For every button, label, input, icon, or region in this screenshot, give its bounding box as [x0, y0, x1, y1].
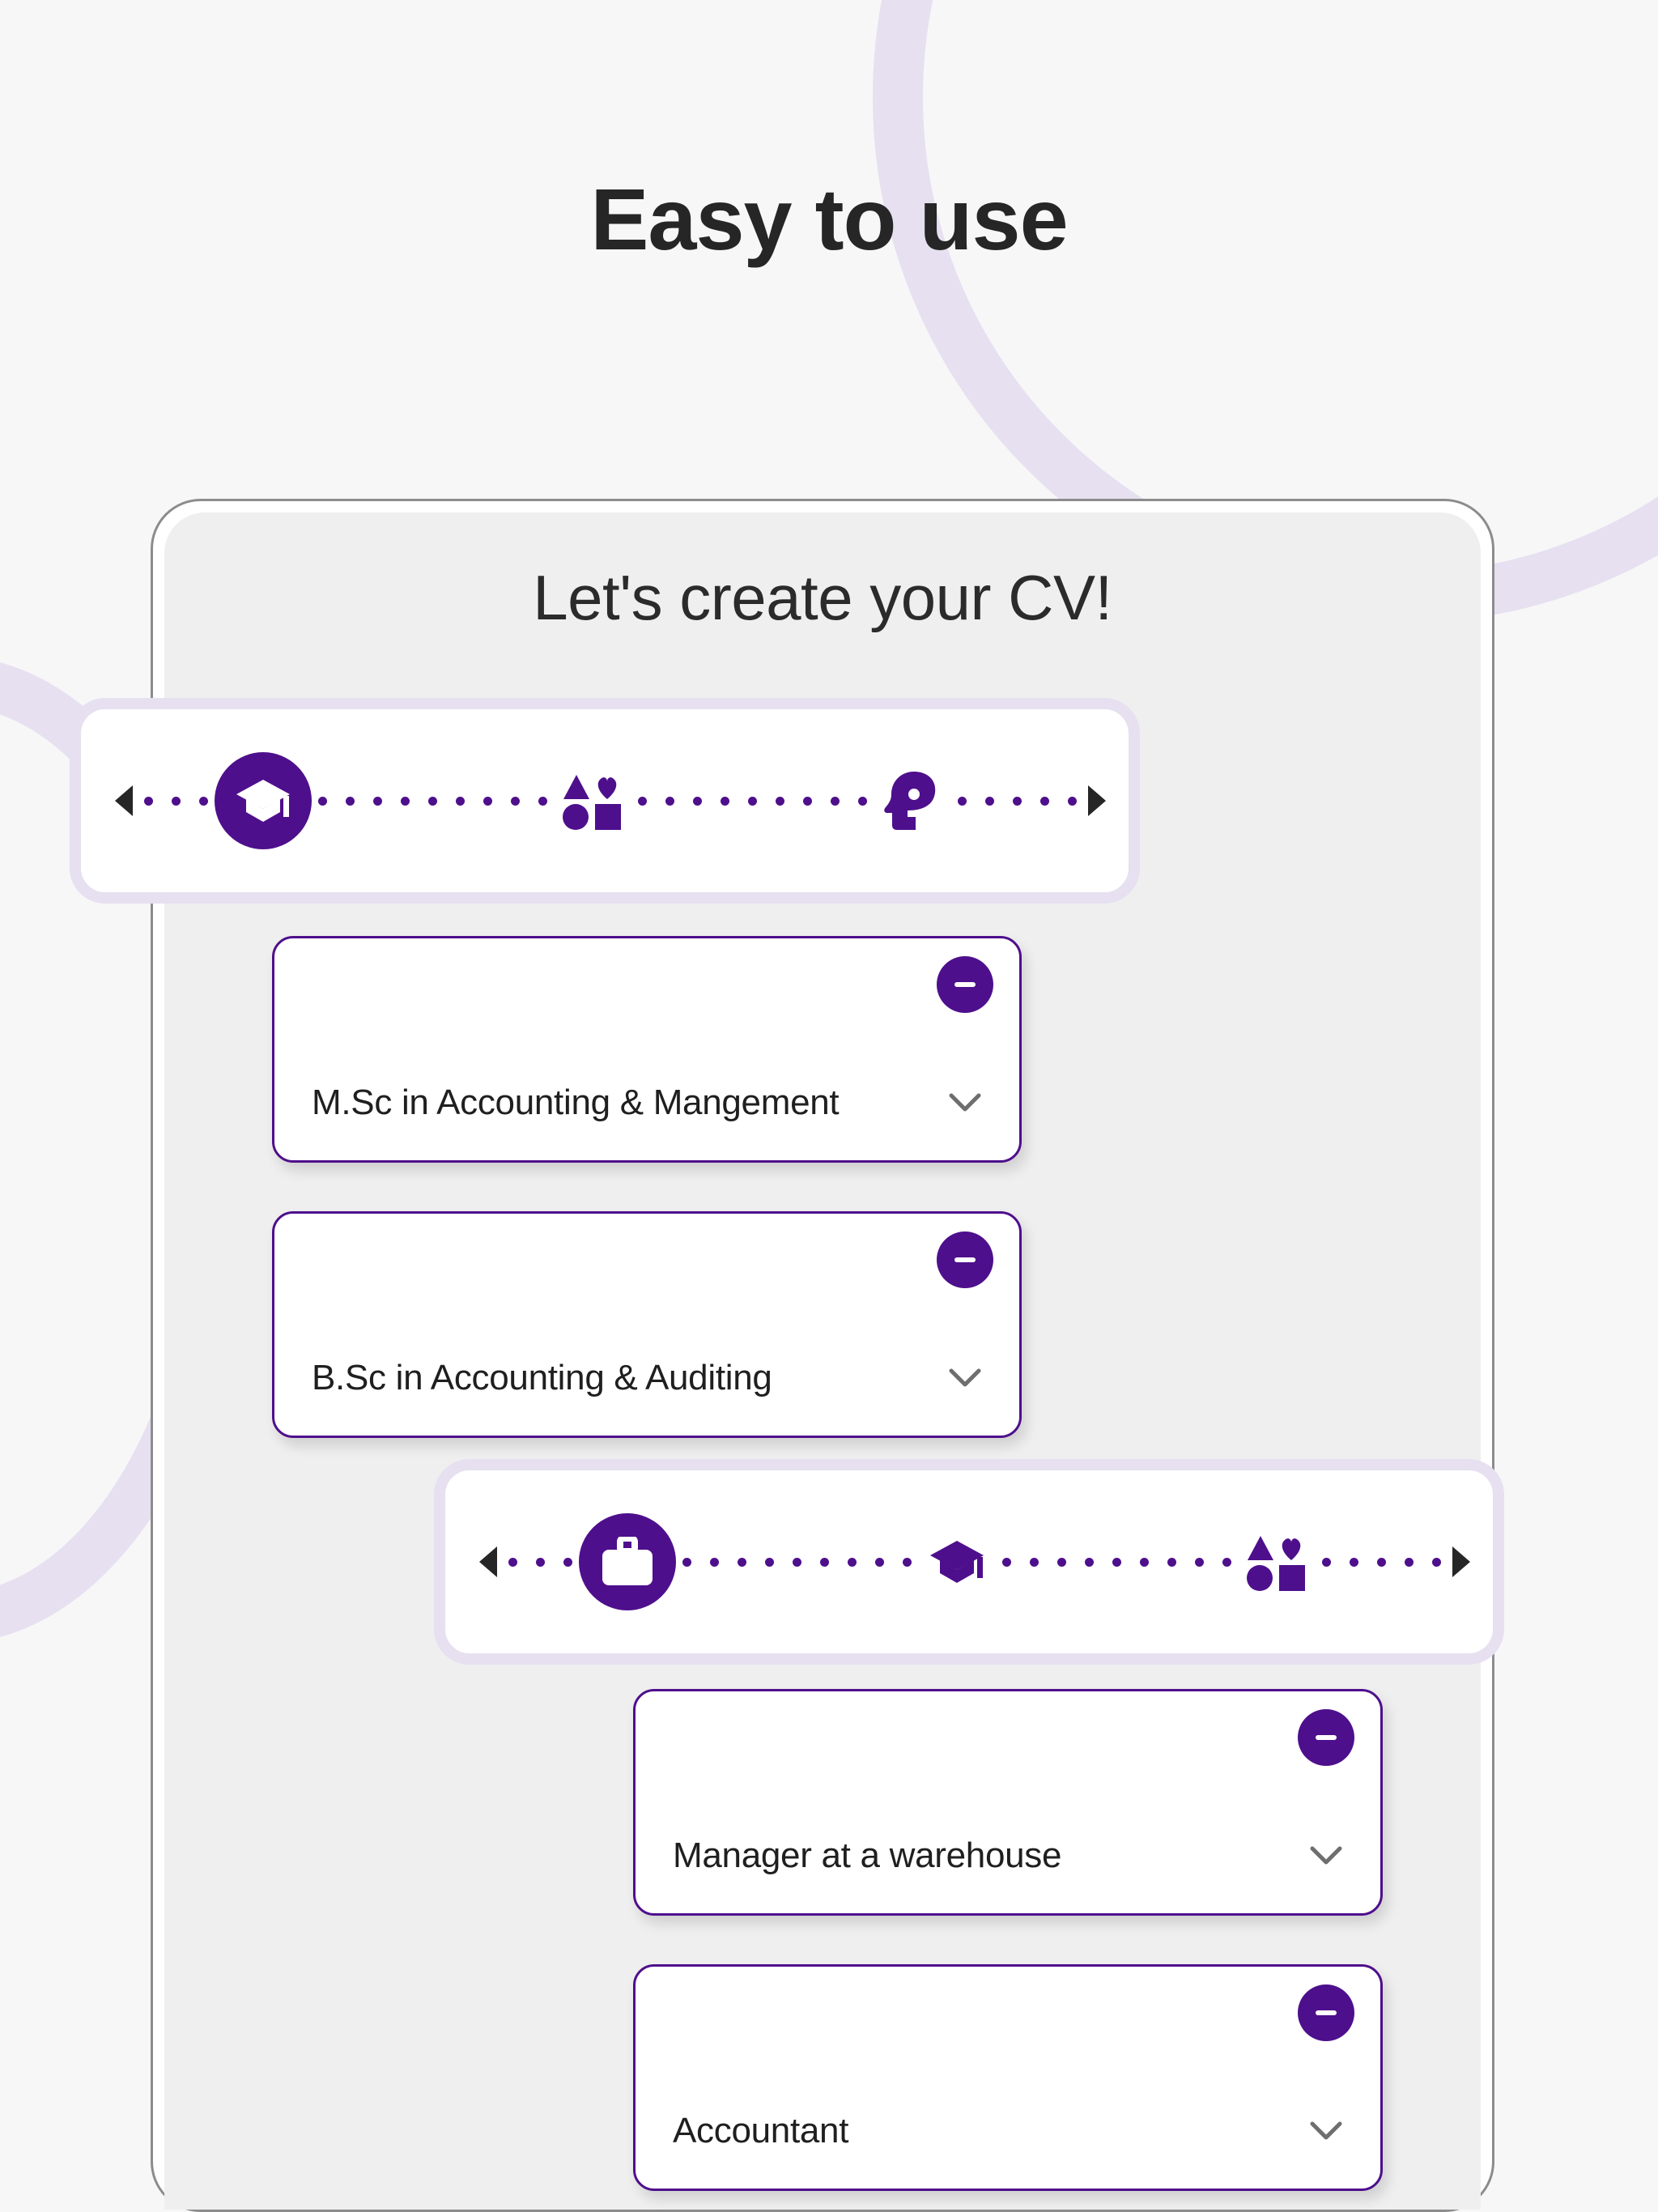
progress-dot: [511, 796, 520, 806]
progress-dot: [858, 796, 867, 806]
caret-left-icon[interactable]: [110, 783, 138, 819]
caret-left-icon[interactable]: [474, 1544, 502, 1580]
progress-dot: [682, 1557, 691, 1567]
progress-dot: [665, 796, 674, 806]
step-mindset-head-gear[interactable]: [874, 762, 951, 840]
progress-dot: [803, 796, 812, 806]
progress-dot: [738, 1557, 746, 1567]
progress-dot: [172, 796, 181, 806]
progress-dot: [428, 796, 437, 806]
progress-dot: [1013, 796, 1022, 806]
progress-dot: [508, 1557, 517, 1567]
progress-dot: [1002, 1557, 1011, 1567]
progress-dot: [1085, 1557, 1094, 1567]
stepper-dots-lead: [508, 1557, 572, 1567]
step-experience-active[interactable]: [579, 1513, 676, 1610]
progress-dot: [483, 796, 492, 806]
stepper-dots-lead: [144, 796, 208, 806]
progress-dot: [1140, 1557, 1149, 1567]
stepper-dots-trail: [958, 796, 1077, 806]
education-stepper[interactable]: [70, 698, 1140, 904]
education-entry-label: B.Sc in Accounting & Auditing: [312, 1358, 772, 1397]
experience-entry-card[interactable]: Manager at a warehouse: [633, 1689, 1383, 1916]
minus-icon[interactable]: [1298, 1709, 1354, 1766]
progress-dot: [831, 796, 840, 806]
progress-dot: [1167, 1557, 1176, 1567]
progress-dot: [693, 796, 702, 806]
progress-dot: [1377, 1557, 1386, 1567]
experience-entry-card[interactable]: Accountant: [633, 1964, 1383, 2191]
minus-icon[interactable]: [937, 1231, 993, 1288]
step-skills-shapes[interactable]: [1238, 1523, 1316, 1601]
stepper-dots-1: [682, 1557, 912, 1567]
progress-dot: [199, 796, 208, 806]
progress-dot: [401, 796, 410, 806]
progress-dot: [820, 1557, 829, 1567]
minus-icon[interactable]: [937, 956, 993, 1013]
progress-dot: [985, 796, 994, 806]
progress-dot: [346, 796, 355, 806]
caret-right-icon[interactable]: [1083, 783, 1111, 819]
progress-dot: [1322, 1557, 1331, 1567]
progress-dot: [710, 1557, 719, 1567]
progress-dot: [1030, 1557, 1039, 1567]
progress-dot: [875, 1557, 884, 1567]
progress-dot: [765, 1557, 774, 1567]
progress-dot: [958, 796, 967, 806]
progress-dot: [318, 796, 327, 806]
progress-dot: [456, 796, 465, 806]
caret-right-icon[interactable]: [1448, 1544, 1475, 1580]
step-education-active[interactable]: [215, 752, 312, 849]
progress-dot: [563, 1557, 572, 1567]
progress-dot: [144, 796, 153, 806]
step-skills-shapes[interactable]: [554, 762, 631, 840]
chevron-down-icon[interactable]: [948, 1086, 982, 1120]
progress-dot: [536, 1557, 545, 1567]
screen-title: Let's create your CV!: [533, 562, 1112, 633]
chevron-down-icon[interactable]: [1309, 2114, 1343, 2148]
progress-dot: [1040, 796, 1049, 806]
progress-dot: [903, 1557, 912, 1567]
progress-dot: [1195, 1557, 1204, 1567]
progress-dot: [638, 796, 647, 806]
education-entry-label: M.Sc in Accounting & Mangement: [312, 1083, 840, 1122]
progress-dot: [748, 796, 757, 806]
progress-dot: [373, 796, 382, 806]
progress-dot: [1112, 1557, 1121, 1567]
progress-dot: [793, 1557, 801, 1567]
stepper-dots-trail: [1322, 1557, 1441, 1567]
progress-dot: [1432, 1557, 1441, 1567]
progress-dot: [1222, 1557, 1231, 1567]
progress-dot: [776, 796, 784, 806]
progress-dot: [538, 796, 547, 806]
progress-dot: [721, 796, 729, 806]
step-education-graduation-cap[interactable]: [918, 1523, 996, 1601]
progress-dot: [1057, 1557, 1066, 1567]
experience-entry-label: Accountant: [673, 2111, 849, 2150]
education-entry-card[interactable]: B.Sc in Accounting & Auditing: [272, 1211, 1022, 1438]
stepper-dots-2: [1002, 1557, 1231, 1567]
chevron-down-icon[interactable]: [948, 1361, 982, 1395]
stepper-dots-1: [318, 796, 547, 806]
experience-entry-label: Manager at a warehouse: [673, 1836, 1062, 1875]
experience-stepper[interactable]: [434, 1459, 1504, 1665]
stepper-dots-2: [638, 796, 867, 806]
chevron-down-icon[interactable]: [1309, 1839, 1343, 1873]
education-entry-card[interactable]: M.Sc in Accounting & Mangement: [272, 936, 1022, 1163]
progress-dot: [1068, 796, 1077, 806]
minus-icon[interactable]: [1298, 1984, 1354, 2041]
progress-dot: [1350, 1557, 1358, 1567]
progress-dot: [1405, 1557, 1414, 1567]
progress-dot: [848, 1557, 857, 1567]
page-title: Easy to use: [590, 170, 1068, 268]
